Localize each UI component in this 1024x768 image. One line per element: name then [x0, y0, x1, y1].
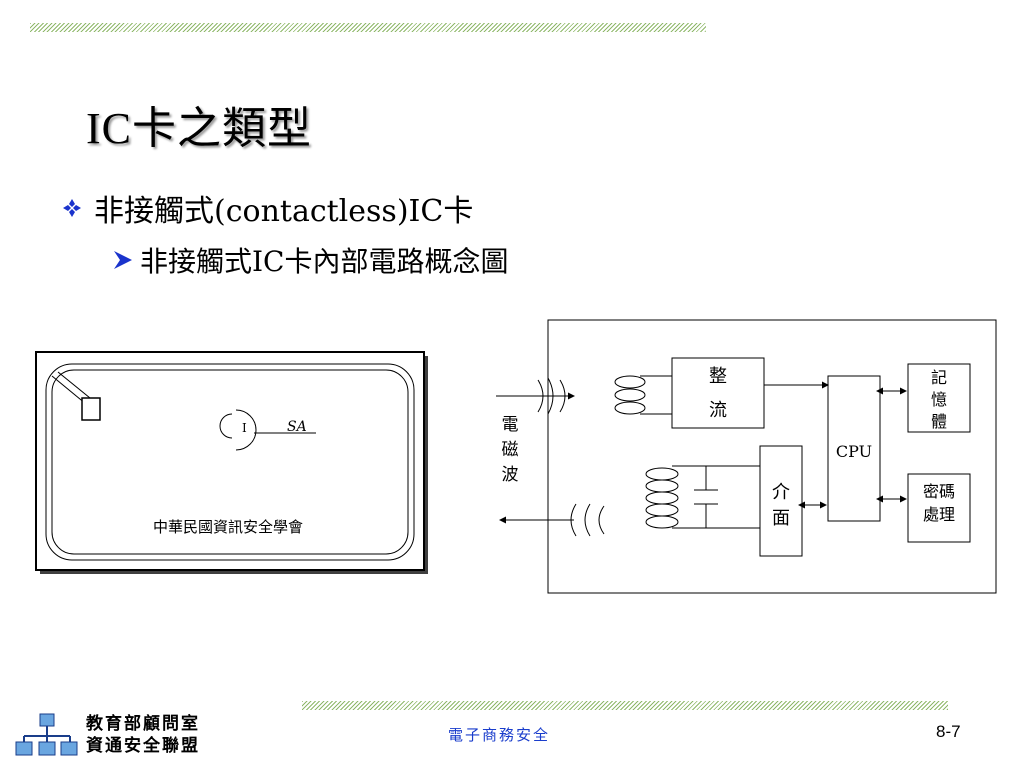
- wave-label-char-2: 磁: [502, 440, 519, 460]
- rectifier-label-1: 整: [709, 366, 727, 387]
- memory-label-2: 憶: [931, 390, 947, 409]
- bullet-level-1-text: 非接觸式(contactless)IC卡: [94, 194, 474, 229]
- lower-coil-icon: [645, 465, 760, 529]
- wave-label-char-1: 電: [502, 415, 519, 435]
- memory-box: [907, 363, 971, 433]
- page-number: 8-7: [936, 722, 961, 741]
- memory-label-3: 體: [931, 412, 947, 431]
- diamond-bullet-icon: [62, 198, 82, 218]
- card-antenna-outer: [45, 363, 415, 561]
- card-body: [35, 351, 425, 571]
- incoming-wave-arrow: [496, 377, 575, 415]
- slide-title: IC卡之類型: [86, 104, 312, 153]
- crypto-box: [907, 473, 971, 543]
- card-logo-text: SA: [287, 419, 307, 435]
- cpu-box: [827, 375, 881, 522]
- antenna-lead-1: [51, 375, 87, 405]
- top-hatch-divider: [30, 23, 706, 32]
- outgoing-wave-arrow: [499, 503, 605, 537]
- interface-label-2: 面: [772, 508, 790, 529]
- memory-label-1: 記: [931, 368, 947, 387]
- bullet-level-2: 非接觸式IC卡內部電路概念圖: [112, 240, 509, 280]
- interface-box: [759, 445, 803, 557]
- capacitor-icon: [694, 466, 718, 528]
- footer-course-title: 電子商務安全: [448, 726, 551, 744]
- footer-logo: 教育部顧問室 資通安全聯盟: [14, 712, 200, 758]
- wave-label-char-3: 波: [502, 465, 519, 485]
- card-org-name: 中華民國資訊安全學會: [153, 518, 303, 536]
- crypto-label-2: 處理: [923, 505, 955, 524]
- rectifier-box: [671, 357, 765, 429]
- bottom-hatch-divider: [302, 701, 948, 710]
- footer-logo-text: 教育部顧問室 資通安全聯盟: [86, 713, 200, 757]
- rectifier-label-2: 流: [709, 400, 727, 421]
- crypto-label-1: 密碼: [923, 482, 955, 501]
- upper-coil-icon: [614, 375, 672, 415]
- bullet-level-1: 非接觸式(contactless)IC卡: [62, 186, 473, 230]
- card-antenna-inner: [51, 369, 409, 555]
- card-logo-letter: I: [242, 421, 247, 435]
- bullet-level-2-text: 非接觸式IC卡內部電路概念圖: [140, 245, 509, 278]
- cpu-label: CPU: [836, 442, 872, 461]
- antenna-lead-2: [57, 371, 91, 399]
- arrow-bullet-icon: [112, 249, 134, 271]
- card-logo-icon: [219, 409, 316, 451]
- card-chip-icon: [81, 397, 101, 421]
- network-logo-icon: [15, 713, 78, 756]
- footer-logo-line-1: 教育部顧問室: [86, 714, 200, 734]
- footer-logo-line-2: 資通安全聯盟: [86, 736, 200, 756]
- interface-label-1: 介: [772, 482, 790, 503]
